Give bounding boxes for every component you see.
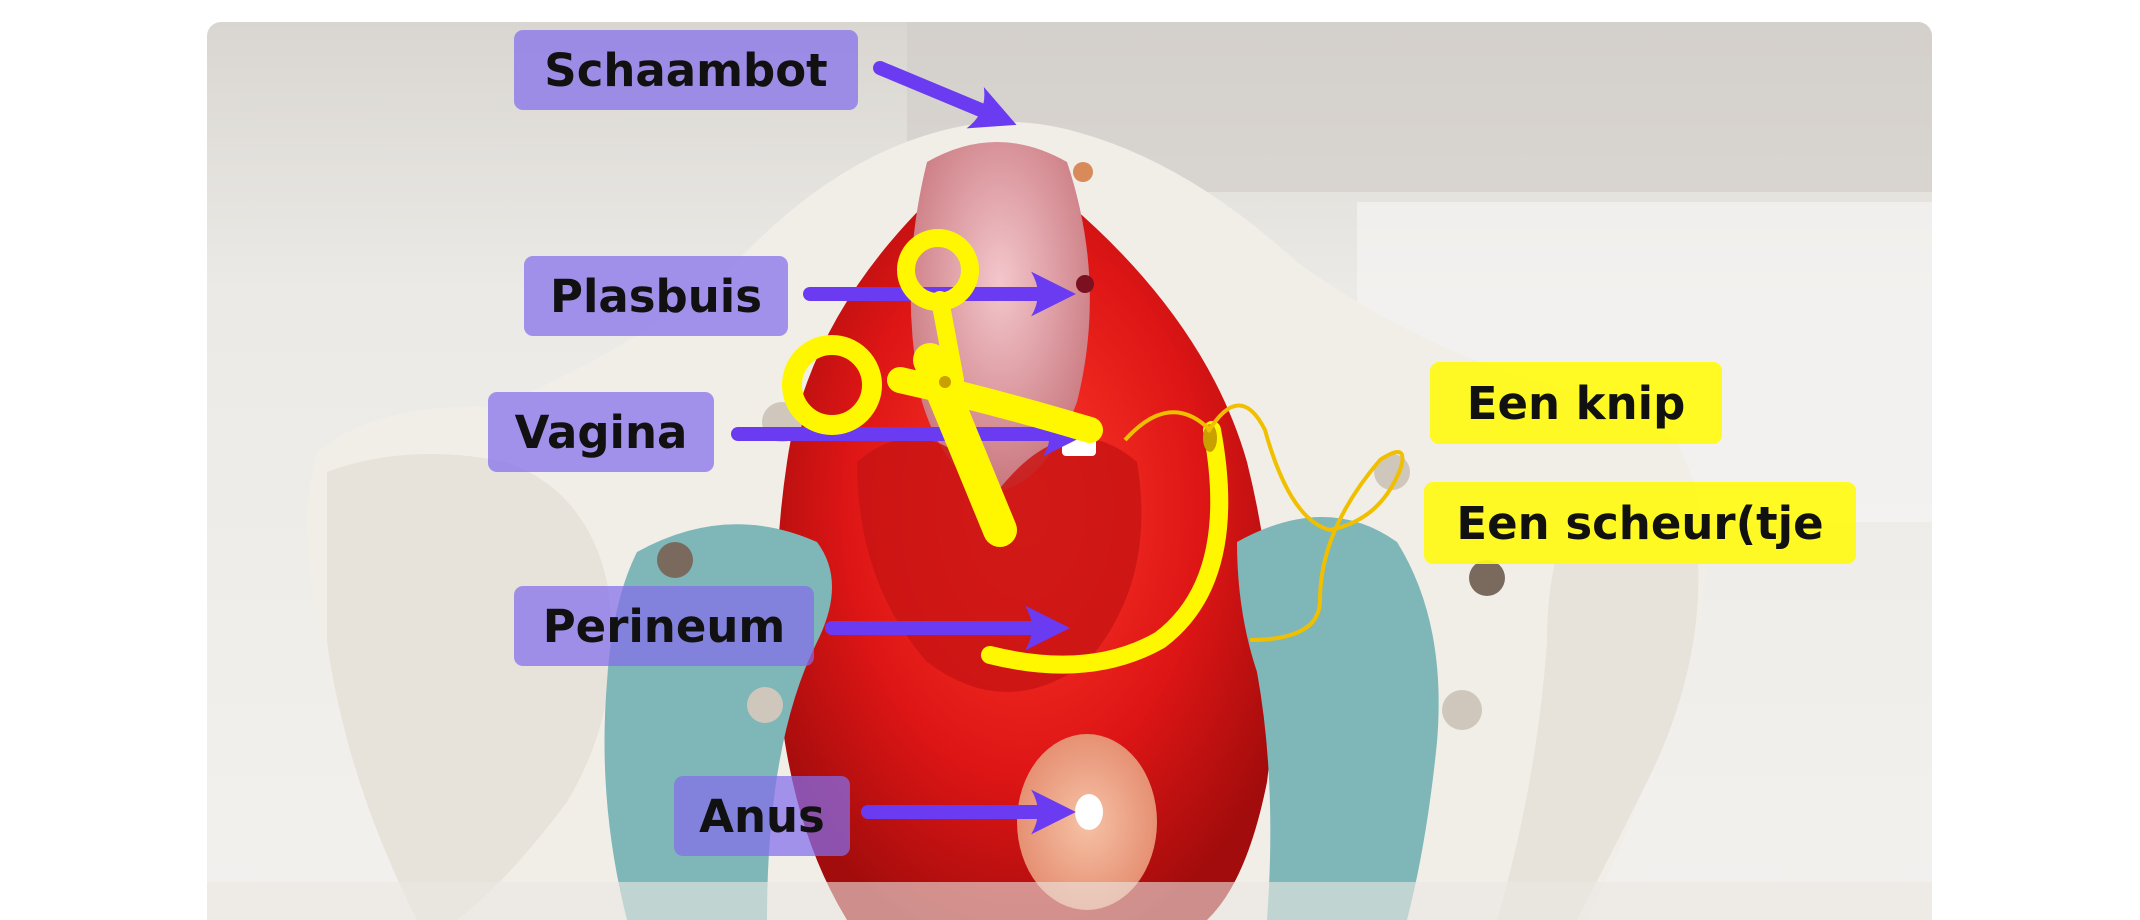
vaginal-opening <box>1062 426 1096 456</box>
label-anus: Anus <box>674 776 850 856</box>
screw-upper-left <box>762 402 802 442</box>
label-een-scheur: Een scheur(tje <box>1424 482 1856 564</box>
right-bone-hole <box>1469 560 1505 596</box>
anus-opening <box>1075 794 1103 830</box>
right-ilium <box>1497 487 1699 920</box>
screw-left <box>747 687 783 723</box>
anatomy-photo-frame <box>207 22 1932 920</box>
screw-upper-right <box>1374 454 1410 490</box>
label-plasbuis: Plasbuis <box>524 256 788 336</box>
pelvis-model-photo <box>207 22 1932 920</box>
label-perineum: Perineum <box>514 586 814 666</box>
bottom-blur <box>207 882 1932 920</box>
label-een-knip: Een knip <box>1430 362 1722 444</box>
urethra-opening <box>1076 275 1094 293</box>
left-ilium <box>327 454 612 920</box>
pubic-marker <box>1073 162 1093 182</box>
label-vagina: Vagina <box>488 392 714 472</box>
screw-right <box>1442 690 1482 730</box>
label-schaambot: Schaambot <box>514 30 858 110</box>
left-bone-hole <box>657 542 693 578</box>
